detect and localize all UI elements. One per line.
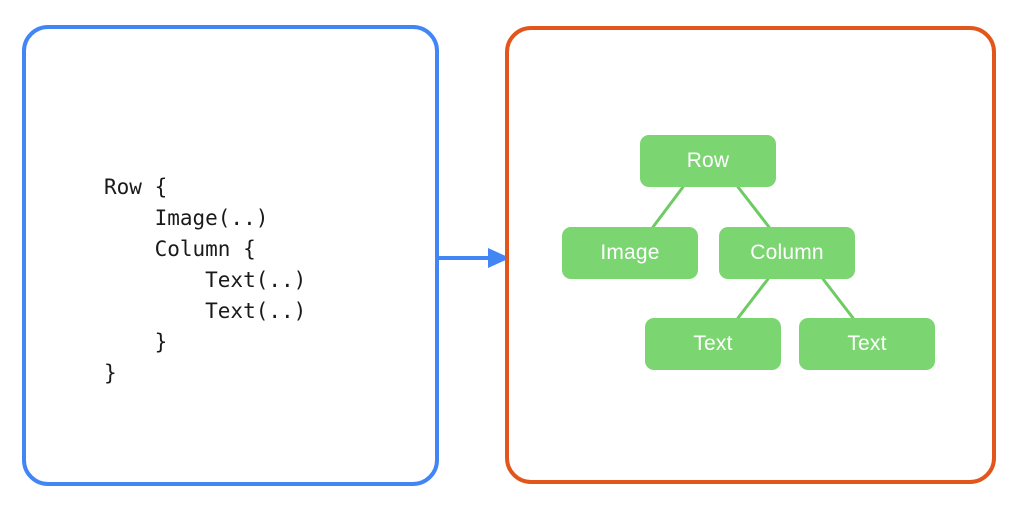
tree-node-label: Image <box>600 241 660 264</box>
tree-node-image[interactable]: Image <box>562 227 698 279</box>
tree-node-text-2[interactable]: Text <box>799 318 935 370</box>
tree-node-label: Text <box>693 332 733 355</box>
flow-arrow-icon <box>436 248 510 268</box>
code-snippet: Row { Image(..) Column { Text(..) Text(.… <box>104 175 307 385</box>
tree-node-column[interactable]: Column <box>719 227 855 279</box>
tree-node-label: Row <box>686 149 730 172</box>
code-panel: Row { Image(..) Column { Text(..) Text(.… <box>22 25 439 486</box>
tree-node-row[interactable]: Row <box>640 135 776 187</box>
tree-node-text-1[interactable]: Text <box>645 318 781 370</box>
tree-node-label: Text <box>847 332 887 355</box>
tree-node-label: Column <box>750 241 824 264</box>
